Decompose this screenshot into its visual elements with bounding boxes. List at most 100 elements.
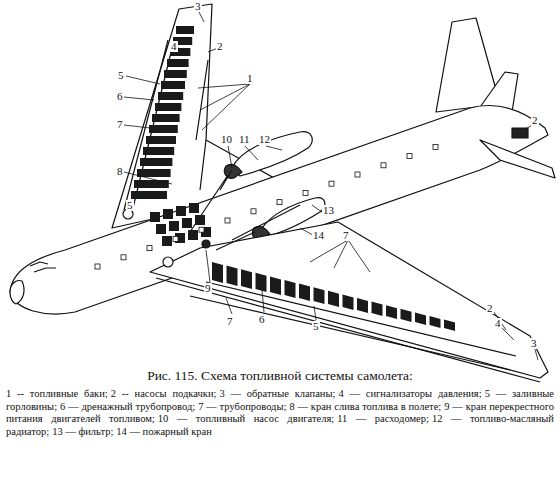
- drawing-stroke: [314, 306, 316, 320]
- key-entry: 4 — сигнализаторы давления;: [338, 388, 481, 399]
- drawing-stroke: [176, 206, 186, 216]
- callout-number: 14: [312, 230, 325, 241]
- drawing-stroke: [156, 224, 166, 234]
- callout-number: 1: [246, 73, 254, 84]
- key-entry: 6 — дренажный трубопровод;: [60, 401, 195, 412]
- drawing-stroke: [355, 172, 360, 177]
- callout-number: 5: [312, 321, 320, 332]
- key-entry: 2 -- насосы подкачки;: [111, 388, 217, 399]
- callout-number: 8: [116, 166, 124, 177]
- drawing-stroke: [407, 154, 412, 159]
- cross-feed-valve: [202, 240, 210, 248]
- key-entry: 14 — пожарный кран: [116, 426, 212, 437]
- drawing-stroke: [415, 312, 426, 325]
- drawing-stroke: [126, 76, 160, 84]
- drawing-stroke: [212, 262, 223, 283]
- drawing-stroke: [150, 212, 160, 222]
- drawing-stroke: [386, 305, 397, 319]
- drawing-stroke: [199, 227, 204, 232]
- callout-number: 12: [258, 134, 271, 145]
- drawing-stroke: [10, 4, 555, 382]
- drawing-stroke: [146, 136, 176, 144]
- drawing-stroke: [131, 191, 167, 199]
- callout-number: 4: [494, 318, 502, 329]
- drawing-stroke: [164, 70, 187, 78]
- drawing-stroke: [158, 92, 183, 100]
- near-wing: [150, 222, 548, 378]
- callout-number: 6: [116, 91, 124, 102]
- callout-number: 4: [170, 41, 178, 52]
- drawing-stroke: [199, 12, 204, 22]
- drawing-stroke: [198, 84, 250, 130]
- drawing-stroke: [124, 172, 172, 184]
- drawing-stroke: [173, 236, 178, 241]
- drawing-stroke: [444, 320, 455, 331]
- drawing-stroke: [189, 203, 199, 213]
- drawing-stroke: [161, 81, 185, 89]
- drawing-stroke: [227, 266, 238, 286]
- drawing-stroke: [169, 221, 179, 231]
- drawing-stroke: [152, 114, 180, 122]
- callout-number: 2: [531, 115, 539, 126]
- drawing-stroke: [299, 284, 310, 301]
- upper-engine-nacelle: [232, 132, 312, 176]
- near-wing-pipes: [190, 282, 516, 370]
- drawing-stroke: [262, 290, 264, 312]
- cockpit-glazing: [30, 262, 56, 272]
- key-entry: 11 — расходомер;: [337, 413, 429, 424]
- drawing-stroke: [162, 236, 172, 246]
- drawing-stroke: [277, 200, 282, 205]
- drawing-stroke: [182, 218, 192, 228]
- key-entry: 1 -- топливные баки;: [6, 388, 108, 399]
- callout-number: 2: [486, 303, 494, 314]
- drawing-stroke: [328, 291, 339, 307]
- callout-number: 13: [322, 205, 335, 216]
- drawing-stroke: [188, 230, 198, 240]
- drawing-stroke: [176, 26, 194, 34]
- callout-number: 9: [204, 283, 212, 294]
- drawing-stroke: [155, 103, 181, 111]
- drawing-stroke: [433, 144, 438, 149]
- callout-number: 5: [126, 200, 134, 211]
- drawing-stroke: [241, 269, 252, 289]
- drawing-stroke: [303, 190, 308, 195]
- drawing-stroke: [226, 298, 232, 314]
- drawing-stroke: [95, 264, 100, 269]
- drawing-stroke: [430, 316, 441, 328]
- drawing-stroke: [270, 276, 281, 295]
- drawing-stroke: [494, 312, 506, 330]
- drawing-stroke: [256, 273, 267, 292]
- key-entry: 3 — обратные клапаны;: [219, 388, 335, 399]
- callout-number: 11: [238, 134, 251, 145]
- drawing-stroke: [149, 125, 178, 133]
- window-row: [95, 144, 438, 269]
- callout-number: 6: [258, 314, 266, 325]
- callout-number: 7: [226, 316, 234, 327]
- drawing-stroke: [500, 326, 514, 340]
- callout-number: 3: [530, 338, 538, 349]
- drawing-stroke: [285, 280, 296, 298]
- drawing-stroke: [381, 163, 386, 168]
- far-wing-flap: [196, 60, 208, 190]
- drawing-stroke: [178, 48, 188, 52]
- key-entry: 10 — топливный насос двигателя;: [158, 413, 334, 424]
- drawing-stroke: [343, 294, 354, 310]
- key-entry: 7 — трубопроводы;: [198, 401, 286, 412]
- key-entry: 8 — кран слива топлива в полете;: [289, 401, 441, 412]
- caption-text: Рис. 115. Схема топливной системы самоле…: [0, 368, 560, 384]
- drawing-stroke: [401, 309, 412, 322]
- callout-number: 2: [216, 41, 224, 52]
- fuel-tanks: [131, 26, 455, 331]
- drawing-stroke: [124, 97, 154, 100]
- drawing-stroke: [372, 302, 383, 316]
- key-entry: 13 — фильтр;: [52, 426, 113, 437]
- drawing-stroke: [143, 147, 174, 155]
- drawing-stroke: [167, 59, 189, 67]
- drawing-stroke: [206, 250, 210, 282]
- callout-number: 5: [117, 70, 125, 81]
- drawing-stroke: [121, 255, 126, 260]
- figure-key: 1 -- топливные баки;2 -- насосы подкачки…: [6, 388, 554, 438]
- callout-number: 10: [220, 134, 233, 145]
- nose-cone: [10, 281, 24, 304]
- fuel-pipes: [190, 170, 300, 250]
